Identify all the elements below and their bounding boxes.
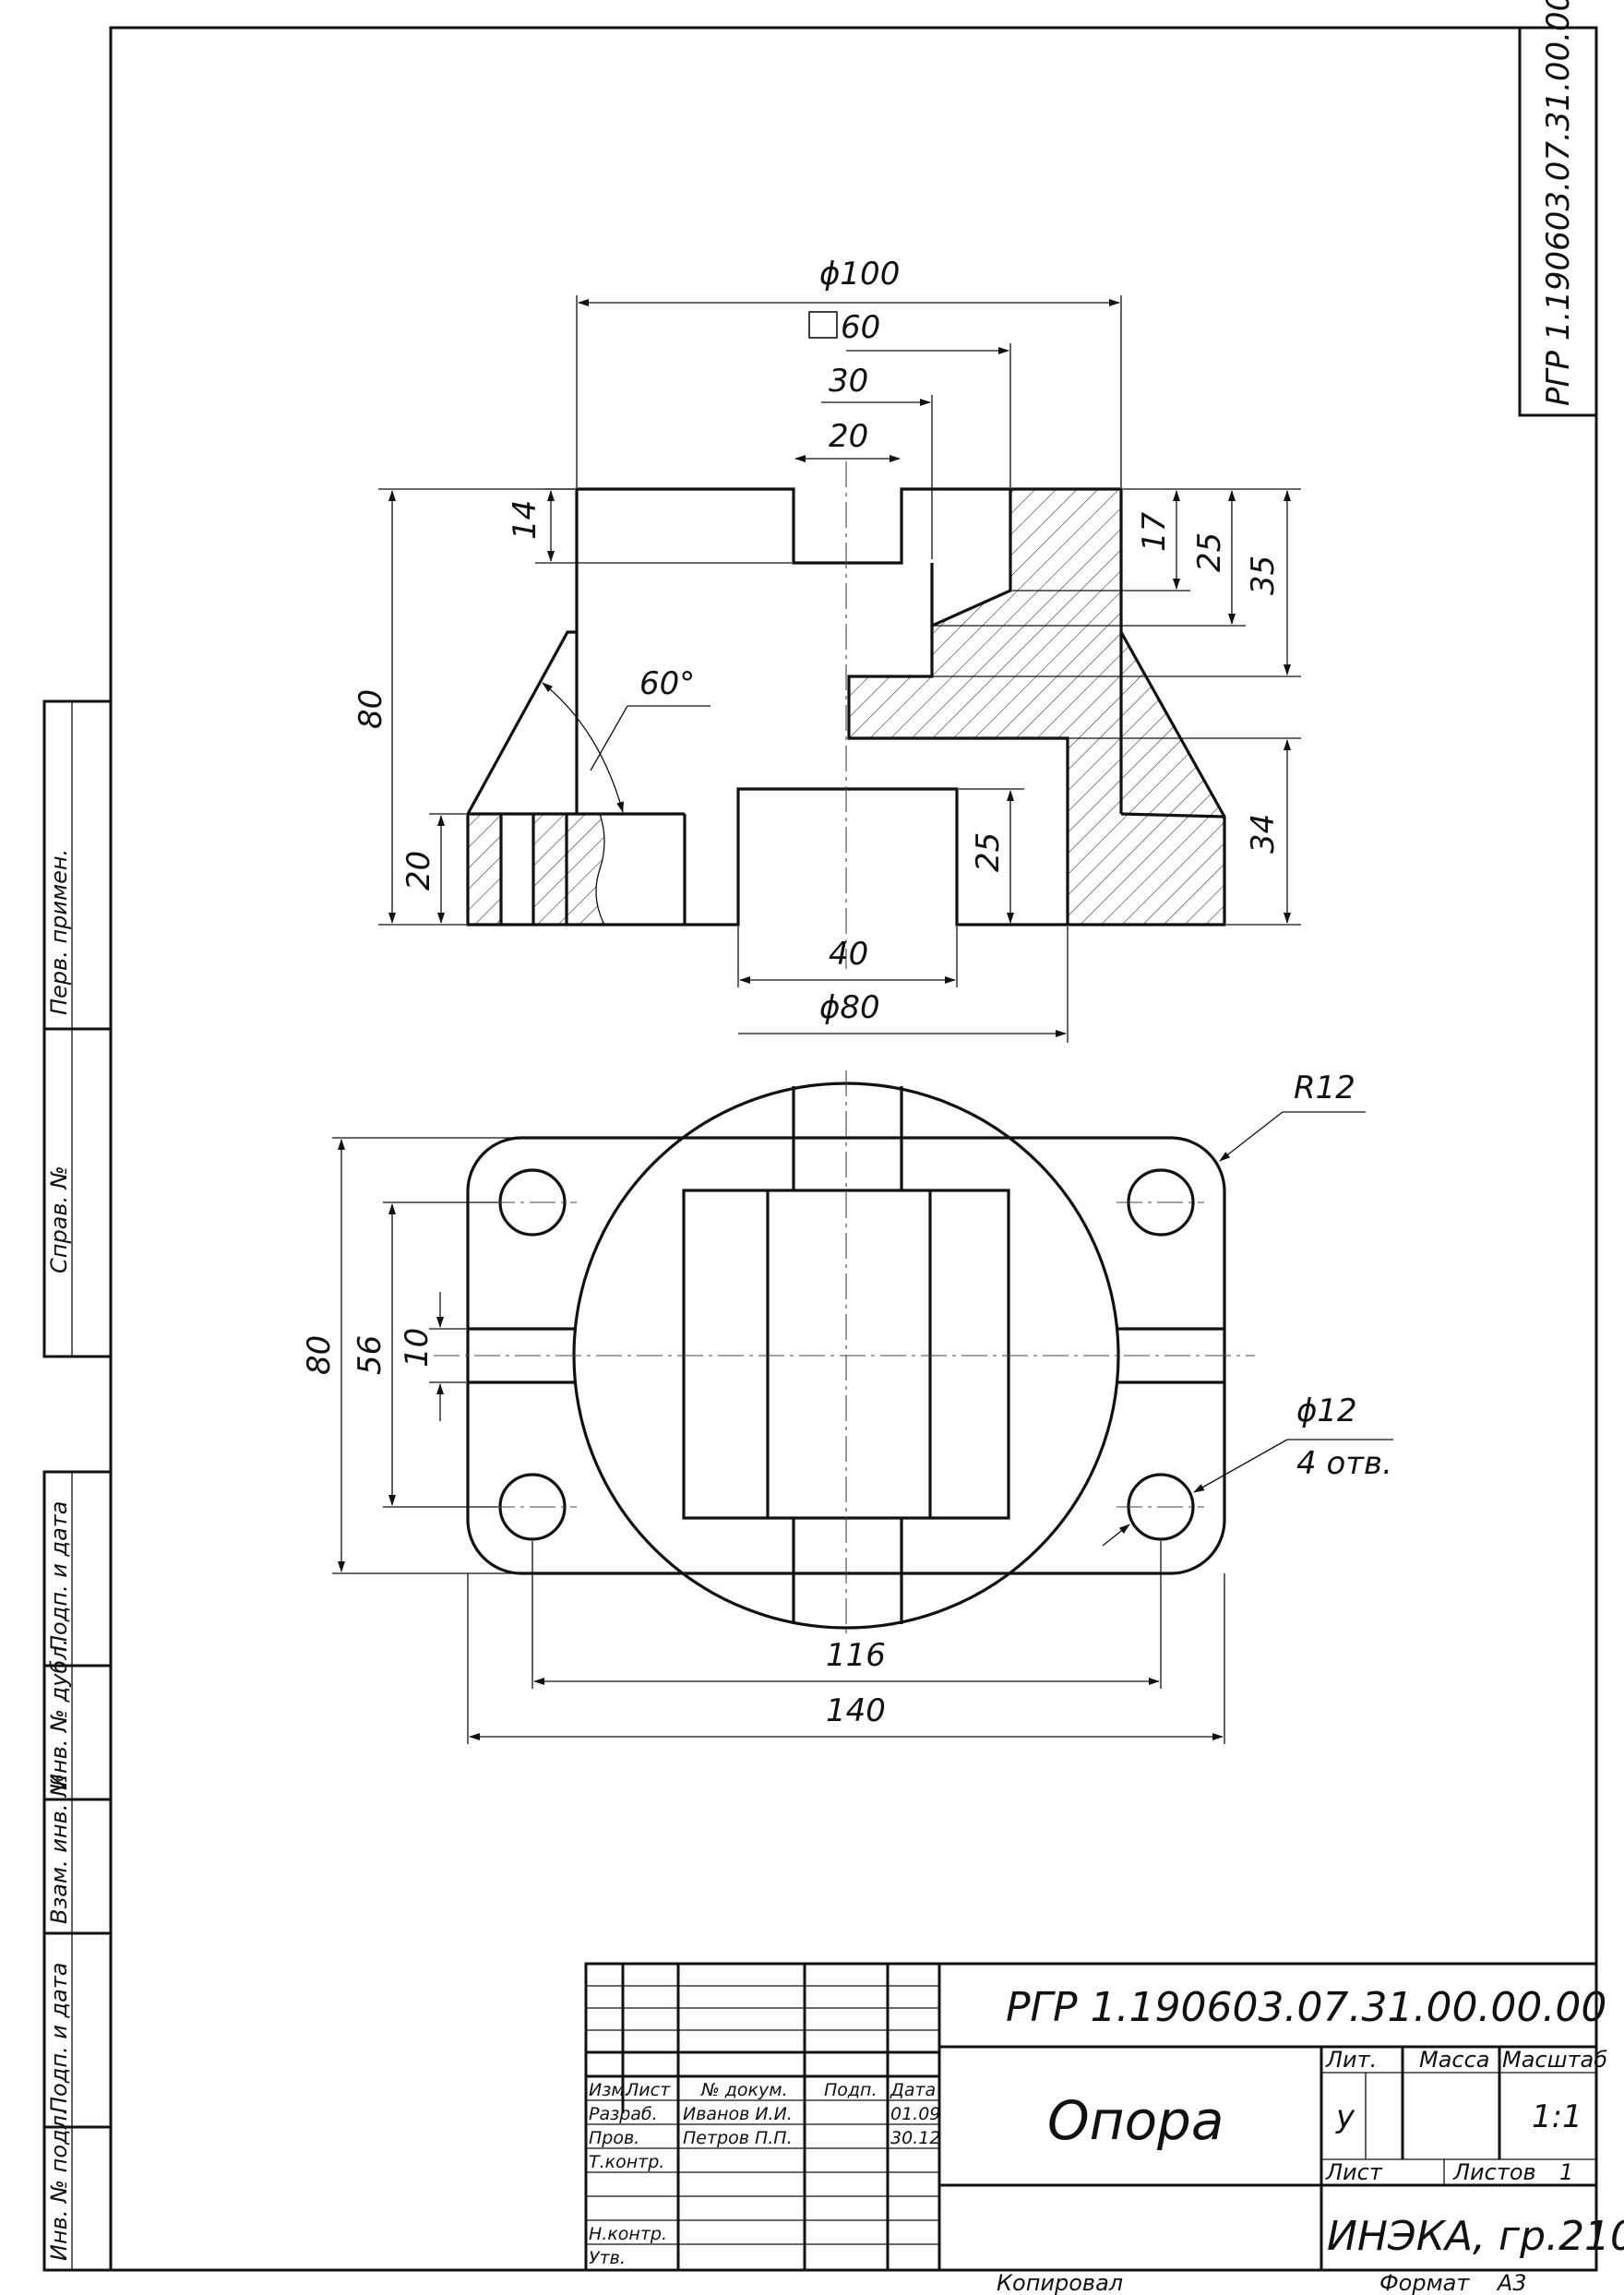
part-name: Опора <box>1047 2089 1224 2152</box>
sheets-value: 1 <box>1559 2159 1573 2185</box>
vertical-code-box <box>1518 26 1598 417</box>
side-stamp: Перв. примен. Справ. № Подп. и дата Инв.… <box>42 699 113 2272</box>
lit-label: Лит. <box>1325 2047 1377 2073</box>
scale-value: 1:1 <box>1532 2098 1582 2135</box>
lit-value: у <box>1335 2098 1355 2135</box>
title-doc-code: РГР 1.190603.07.31.00.00.00 <box>1006 1984 1606 2031</box>
dim-d100: ϕ100 <box>819 256 900 293</box>
dim-d35: 35 <box>1245 556 1282 595</box>
dim-sq60: 60 <box>841 309 880 346</box>
dim-angle60: 60° <box>639 665 695 702</box>
label-perv-primen: Перв. примен. <box>46 849 72 1015</box>
prov-date: 30.12 <box>890 2128 940 2148</box>
label-vzam-inv: Взам. инв. № <box>46 1774 72 1924</box>
col-date: Дата <box>890 2080 936 2100</box>
label-sprav-no: Справ. № <box>46 1165 72 1273</box>
vertical-doc-code: РГР 1.190603.07.31.00.00.00 <box>1540 0 1577 406</box>
front-view: ϕ100 60 30 20 14 80 20 60° <box>352 256 1301 1043</box>
row-prov: Пров. <box>589 2128 639 2148</box>
razrab-date: 01.09 <box>890 2104 940 2124</box>
organization: ИНЭКА, гр.2100 <box>1327 2213 1624 2260</box>
row-nkontr: Н.контр. <box>589 2224 667 2244</box>
section-hatch-right <box>849 489 1224 925</box>
label-podp-data-1: Подп. и дата <box>46 1501 72 1653</box>
copied-label: Копировал <box>997 2270 1123 2295</box>
dim-d140: 140 <box>826 1692 886 1729</box>
section-hatch-left-break <box>567 814 604 925</box>
sheet-label: Лист <box>1325 2159 1383 2185</box>
label-inv-dubl: Инв. № дубл. <box>46 1639 72 1790</box>
dim-d56: 56 <box>352 1335 388 1375</box>
dim-d20-top: 20 <box>829 418 868 455</box>
dim-d34: 34 <box>1245 814 1282 854</box>
top-view: 80 56 10 116 140 R12 ϕ12 4 отв. <box>301 1070 1393 1744</box>
scale-label: Масштаб <box>1502 2047 1607 2073</box>
sheets-label: Листов <box>1452 2159 1536 2185</box>
section-hatch-left-outer <box>468 814 501 925</box>
dim-d80-top: 80 <box>301 1335 338 1375</box>
title-block: Изм. Лист № докум. Подп. Дата Разраб. Пр… <box>584 1962 1624 2272</box>
col-doc: № докум. <box>700 2080 788 2100</box>
col-izm: Изм. <box>589 2080 630 2100</box>
dim-r12: R12 <box>1294 1070 1355 1106</box>
dim-d12: ϕ12 <box>1296 1393 1357 1429</box>
row-razrab: Разраб. <box>589 2104 658 2124</box>
row-tkontr: Т.контр. <box>589 2152 664 2172</box>
dim-d40: 40 <box>829 936 868 973</box>
section-hatch-left-inner <box>533 814 567 925</box>
dim-d14: 14 <box>507 500 543 540</box>
dim-d20-left: 20 <box>400 851 437 891</box>
dim-d30: 30 <box>829 363 868 400</box>
dim-holes: 4 отв. <box>1296 1445 1392 1482</box>
dim-d116: 116 <box>826 1637 886 1674</box>
dim-d10: 10 <box>399 1328 436 1368</box>
col-sign: Подп. <box>824 2080 878 2100</box>
mass-label: Масса <box>1419 2047 1490 2073</box>
dim-d25-center: 25 <box>970 832 1007 872</box>
dim-d25-right: 25 <box>1191 532 1228 572</box>
dim-d80-bottom: ϕ80 <box>819 989 880 1026</box>
row-utv: Утв. <box>589 2248 626 2268</box>
dim-d80-front: 80 <box>352 689 389 729</box>
dim-d17: 17 <box>1136 511 1173 552</box>
col-list: Лист <box>625 2080 671 2100</box>
prov-name: Петров П.П. <box>683 2128 793 2148</box>
razrab-name: Иванов И.И. <box>683 2104 793 2124</box>
label-inv-podl: Инв. № подл. <box>46 2108 72 2261</box>
format-label: Формат А3 <box>1379 2270 1527 2295</box>
label-podp-data-2: Подп. и дата <box>46 1963 72 2114</box>
